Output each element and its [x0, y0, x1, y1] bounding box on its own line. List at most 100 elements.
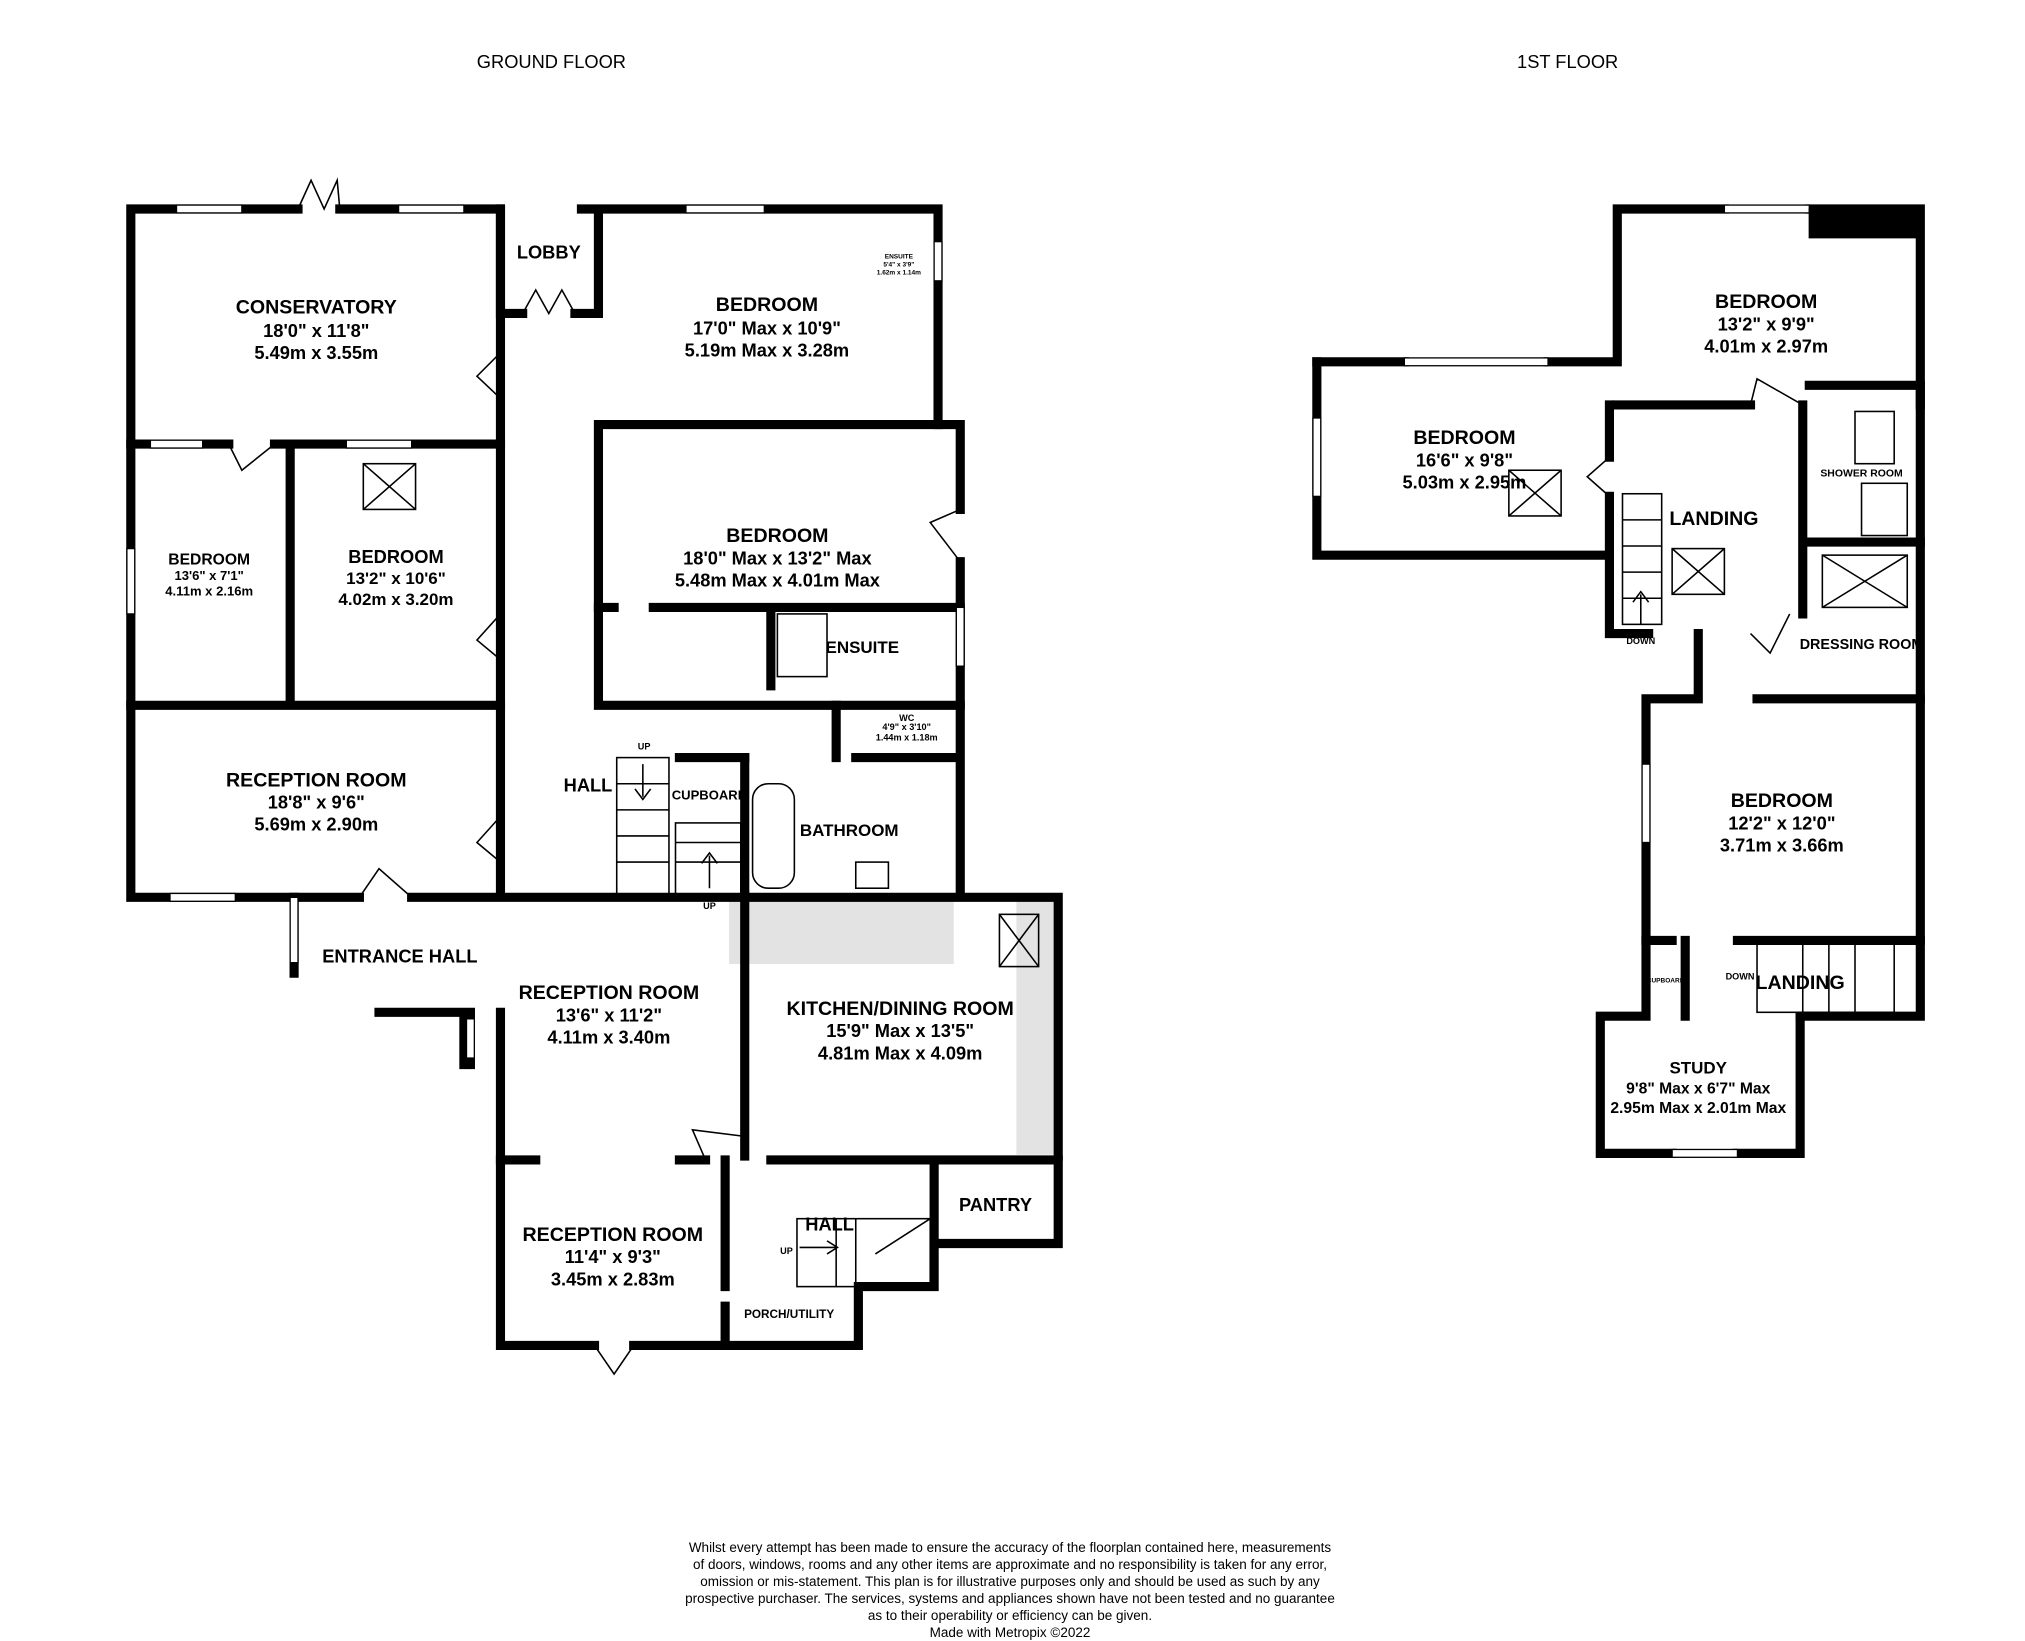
- room-label-text: 3.45m x 2.83m: [551, 1268, 675, 1289]
- first-floor-fixtures: [362, 377, 1909, 1014]
- room-label-text: 5.48m Max x 4.01m Max: [675, 569, 881, 590]
- room-label-text: 5.69m x 2.90m: [254, 814, 378, 835]
- room-label-text: 4.02m x 3.20m: [338, 590, 453, 609]
- room-label-text: ENSUITE: [826, 638, 900, 657]
- room-label-text: 18'0" x 11'8": [263, 320, 369, 341]
- room-label-text: 5.19m Max x 3.28m: [685, 340, 849, 361]
- room-cupboard-1: CUPBOARD: [672, 787, 747, 802]
- room-label-text: HALL: [805, 1213, 854, 1234]
- credit: Made with Metropix ©2022: [929, 1625, 1091, 1640]
- room-bedroom-4: BEDROOM 13'2" x 10'6" 4.02m x 3.20m: [338, 546, 453, 609]
- room-label-text: STUDY: [1669, 1059, 1727, 1078]
- disclaimer-line: prospective purchaser. The services, sys…: [685, 1591, 1335, 1606]
- room-label-text: 12'2" x 12'0": [1728, 812, 1835, 833]
- stair-down-label: DOWN: [1726, 972, 1755, 982]
- room-pantry: PANTRY: [959, 1194, 1032, 1215]
- room-hall-2: HALL: [805, 1213, 854, 1234]
- room-label-text: 15'9" Max x 13'5": [826, 1020, 974, 1041]
- room-label-text: 9'8" Max x 6'7" Max: [1626, 1080, 1770, 1097]
- room-lobby: LOBBY: [517, 242, 581, 263]
- room-label-text: 4.81m Max x 4.09m: [818, 1042, 983, 1063]
- room-landing-2: LANDING: [1756, 972, 1845, 994]
- room-label-text: BEDROOM: [348, 546, 443, 567]
- room-label-text: 13'6" x 11'2": [556, 1004, 662, 1025]
- room-entrance-hall: ENTRANCE HALL: [322, 946, 477, 967]
- room-label-text: RECEPTION ROOM: [519, 982, 700, 1004]
- room-label-text: 18'8" x 9'6": [268, 792, 365, 813]
- ground-floor-windows: [126, 204, 965, 1059]
- room-label-text: CUPBOARD: [672, 787, 747, 802]
- stair-up-label: UP: [780, 1246, 793, 1256]
- room-label-text: WC: [899, 713, 915, 723]
- room-cupboard-f: CUPBOARD: [1647, 977, 1685, 984]
- first-floor-title: 1ST FLOOR: [1517, 51, 1618, 72]
- room-label-text: BEDROOM: [1731, 790, 1833, 812]
- room-label-text: BEDROOM: [168, 551, 250, 568]
- room-label-text: 16'6" x 9'8": [1416, 449, 1513, 470]
- room-label-text: RECEPTION ROOM: [523, 1224, 704, 1246]
- room-ensuite-2: ENSUITE: [826, 638, 900, 657]
- room-label-text: 11'4" x 9'3": [565, 1246, 661, 1267]
- room-label-text: 3.71m x 3.66m: [1720, 835, 1844, 856]
- room-label-text: BEDROOM: [1413, 427, 1515, 449]
- room-porch-utility: PORCH/UTILITY: [744, 1308, 834, 1321]
- kitchen-shading: [729, 898, 1056, 1155]
- room-label-text: SHOWER ROOM: [1820, 469, 1902, 480]
- room-label-text: BATHROOM: [800, 821, 899, 840]
- stair-down-label: DOWN: [1626, 636, 1655, 646]
- stair-up-label: UP: [638, 742, 651, 752]
- room-label-text: ENTRANCE HALL: [322, 946, 477, 967]
- room-bathroom: BATHROOM: [800, 821, 899, 840]
- room-label-text: 4.11m x 2.16m: [165, 584, 253, 599]
- room-hall-1: HALL: [564, 775, 613, 796]
- room-label-text: 13'2" x 10'6": [346, 569, 446, 588]
- room-label-text: 4.01m x 2.97m: [1704, 336, 1828, 357]
- room-label-text: 5.49m x 3.55m: [254, 342, 378, 363]
- room-label-text: 1.62m x 1.14m: [877, 269, 921, 276]
- room-label-text: 2.95m Max x 2.01m Max: [1610, 1100, 1786, 1117]
- room-label-text: 4'9" x 3'10": [882, 722, 931, 732]
- room-label-text: RECEPTION ROOM: [226, 769, 407, 791]
- room-study: STUDY 9'8" Max x 6'7" Max 2.95m Max x 2.01…: [1610, 1059, 1786, 1117]
- room-label-text: BEDROOM: [1715, 291, 1817, 313]
- room-label-text: LANDING: [1669, 508, 1758, 530]
- room-label-text: 5.03m x 2.95m: [1403, 472, 1527, 493]
- ground-floor-title: GROUND FLOOR: [477, 51, 626, 72]
- room-landing-1: LANDING: [1669, 508, 1758, 530]
- room-label-text: 13'2" x 9'9": [1718, 313, 1815, 334]
- room-label-text: BEDROOM: [716, 294, 818, 316]
- disclaimer-line: Whilst every attempt has been made to en…: [688, 1540, 1332, 1555]
- room-label-text: 18'0" Max x 13'2" Max: [683, 547, 872, 568]
- room-label-text: LOBBY: [517, 242, 581, 263]
- room-label-text: 4.11m x 3.40m: [547, 1027, 670, 1048]
- room-label-text: HALL: [564, 775, 613, 796]
- room-label-text: 17'0" Max x 10'9": [693, 317, 841, 338]
- room-label-text: LANDING: [1756, 972, 1845, 994]
- room-label-text: 5'4" x 3'9": [883, 261, 914, 268]
- room-label-text: ENSUITE: [885, 254, 914, 261]
- room-label-text: PANTRY: [959, 1194, 1032, 1215]
- room-label-text: KITCHEN/DINING ROOM: [787, 998, 1014, 1020]
- disclaimer-line: as to their operability or efficiency ca…: [867, 1608, 1153, 1623]
- stair-up-label: UP: [703, 901, 716, 911]
- room-label-text: DRESSING ROOM: [1800, 637, 1924, 653]
- room-label-text: CUPBOARD: [1647, 977, 1685, 984]
- room-label-text: 13'6" x 7'1": [174, 568, 243, 583]
- room-label-text: PORCH/UTILITY: [744, 1308, 834, 1321]
- room-dressing: DRESSING ROOM: [1800, 637, 1924, 653]
- first-floor-windows: [1312, 204, 1921, 1158]
- ground-floor-doors: [228, 177, 961, 1376]
